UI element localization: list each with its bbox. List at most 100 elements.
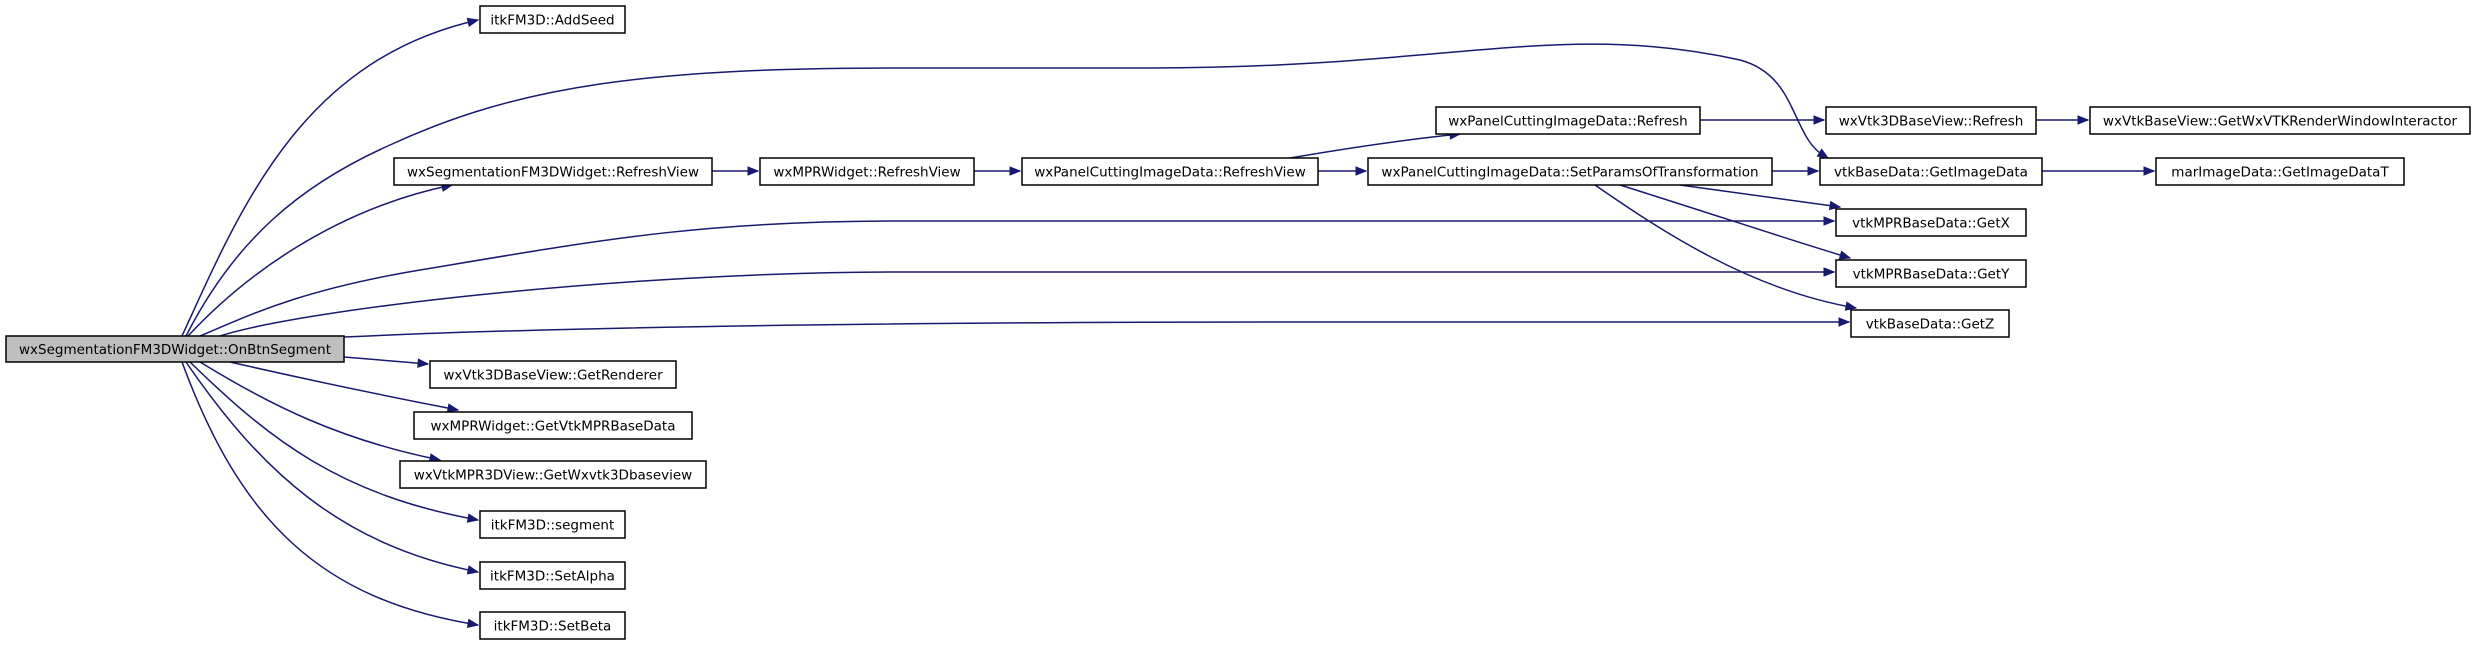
- arrowhead: [1828, 200, 1842, 211]
- node-box: [5, 335, 345, 363]
- node-box: [1819, 157, 2043, 186]
- node-box: [1835, 208, 2027, 237]
- node-getz[interactable]: vtkBaseData::GetZ: [1850, 309, 2010, 338]
- edge-line: [189, 361, 479, 521]
- node-marimage[interactable]: marImageData::GetImageDataT: [2155, 157, 2405, 186]
- edge-line: [343, 321, 1849, 338]
- edge-line: [229, 361, 459, 411]
- arrowhead: [466, 17, 480, 28]
- node-label: wxPanelCuttingImageData::SetParamsOfTran…: [1381, 165, 1758, 181]
- node-gety[interactable]: vtkMPRBaseData::GetY: [1835, 259, 2027, 288]
- call-edge-setparams-to-getimage: [1772, 166, 1820, 176]
- node-label: wxSegmentationFM3DWidget::OnBtnSegment: [19, 342, 331, 358]
- arrowhead: [1838, 317, 1851, 327]
- arrowhead: [1823, 216, 1836, 226]
- node-box: [1021, 157, 1319, 186]
- node-mprrefresh[interactable]: wxMPRWidget::RefreshView: [759, 157, 975, 186]
- call-edge-root-to-addseed: [181, 17, 480, 337]
- call-edge-v3drefresh-to-getwx: [2036, 115, 2090, 125]
- call-edge-setparams-to-getz: [1594, 184, 1858, 311]
- node-box: [759, 157, 975, 186]
- edge-line: [199, 220, 1834, 337]
- edge-line: [1679, 184, 1841, 208]
- node-label: itkFM3D::SetBeta: [494, 619, 612, 635]
- node-box: [1850, 309, 2010, 338]
- arrowhead: [466, 618, 480, 628]
- arrowhead: [446, 403, 460, 413]
- node-label: vtkMPRBaseData::GetX: [1852, 216, 2010, 232]
- edge-line: [199, 361, 441, 461]
- node-pcrefresh2[interactable]: wxPanelCuttingImageData::Refresh: [1435, 106, 1701, 135]
- node-label: wxVtk3DBaseView::Refresh: [1839, 114, 2024, 130]
- node-getmpr[interactable]: wxMPRWidget::GetVtkMPRBaseData: [413, 411, 693, 440]
- call-edge-root-to-segment: [189, 361, 480, 523]
- node-setbeta[interactable]: itkFM3D::SetBeta: [479, 611, 626, 640]
- call-edge-root-to-gety: [219, 267, 1836, 337]
- node-box: [393, 157, 713, 186]
- call-edge-root-to-getx: [199, 216, 1836, 337]
- node-pcrefresh[interactable]: wxPanelCuttingImageData::RefreshView: [1021, 157, 1319, 186]
- node-box: [479, 5, 626, 34]
- edge-line: [1619, 184, 1851, 259]
- call-edge-pcrefresh-to-setparams: [1318, 166, 1368, 176]
- arrowhead: [1844, 301, 1858, 311]
- node-getimage[interactable]: vtkBaseData::GetImageData: [1819, 157, 2043, 186]
- call-edge-segrefresh-to-mprrefresh: [712, 166, 760, 176]
- node-setparams[interactable]: wxPanelCuttingImageData::SetParamsOfTran…: [1367, 157, 1773, 186]
- node-getrender[interactable]: wxVtk3DBaseView::GetRenderer: [429, 360, 677, 389]
- node-box: [479, 561, 626, 590]
- node-getx[interactable]: vtkMPRBaseData::GetX: [1835, 208, 2027, 237]
- node-label: itkFM3D::SetAlpha: [490, 569, 615, 585]
- node-box: [1825, 106, 2037, 135]
- node-box: [2155, 157, 2405, 186]
- node-getwx[interactable]: wxVtkBaseView::GetWxVTKRenderWindowInter…: [2089, 106, 2471, 135]
- node-box: [2089, 106, 2471, 135]
- edge-line: [185, 361, 479, 573]
- arrowhead: [1813, 115, 1826, 125]
- call-edge-pcrefresh2-to-v3drefresh: [1700, 115, 1826, 125]
- node-box: [1435, 106, 1701, 135]
- node-label: wxSegmentationFM3DWidget::RefreshView: [407, 165, 699, 181]
- node-label: itkFM3D::AddSeed: [490, 13, 614, 29]
- node-segrefresh[interactable]: wxSegmentationFM3DWidget::RefreshView: [393, 157, 713, 186]
- node-box: [1367, 157, 1773, 186]
- edges-layer: [181, 17, 2156, 628]
- node-label: wxVtk3DBaseView::GetRenderer: [443, 368, 663, 384]
- arrowhead: [1355, 166, 1368, 176]
- edge-line: [185, 43, 1829, 337]
- node-label: wxMPRWidget::RefreshView: [773, 165, 960, 181]
- node-setalpha[interactable]: itkFM3D::SetAlpha: [479, 561, 626, 590]
- node-v3drefresh[interactable]: wxVtk3DBaseView::Refresh: [1825, 106, 2037, 135]
- call-edge-root-to-getz: [343, 317, 1851, 338]
- arrowhead: [1807, 166, 1820, 176]
- node-box: [479, 611, 626, 640]
- node-label: vtkMPRBaseData::GetY: [1853, 267, 2011, 283]
- node-label: wxMPRWidget::GetVtkMPRBaseData: [431, 419, 676, 435]
- call-edge-root-to-getmpr: [229, 361, 460, 413]
- call-edge-root-to-segrefresh: [187, 182, 454, 337]
- node-root[interactable]: wxSegmentationFM3DWidget::OnBtnSegment: [5, 335, 345, 363]
- node-label: vtkBaseData::GetImageData: [1834, 165, 2028, 181]
- arrowhead: [2077, 115, 2090, 125]
- node-getwx3d[interactable]: wxVtkMPR3DView::GetWxvtk3Dbaseview: [399, 460, 707, 489]
- call-edge-root-to-setalpha: [185, 361, 480, 575]
- edge-line: [181, 361, 479, 626]
- call-edge-pcrefresh-to-pcrefresh2: [1289, 130, 1462, 159]
- edge-line: [343, 356, 429, 365]
- node-label: itkFM3D::segment: [491, 518, 615, 534]
- call-edge-root-to-setbeta: [181, 361, 480, 628]
- arrowhead: [1816, 148, 1830, 159]
- edge-line: [1594, 184, 1857, 309]
- node-label: wxPanelCuttingImageData::RefreshView: [1034, 165, 1306, 181]
- node-segment[interactable]: itkFM3D::segment: [479, 510, 626, 539]
- node-label: wxPanelCuttingImageData::Refresh: [1448, 114, 1688, 130]
- node-box: [479, 510, 626, 539]
- arrowhead: [466, 565, 480, 575]
- arrowhead: [1009, 166, 1022, 176]
- node-box: [413, 411, 693, 440]
- node-box: [429, 360, 677, 389]
- node-addseed[interactable]: itkFM3D::AddSeed: [479, 5, 626, 34]
- arrowhead: [2143, 166, 2156, 176]
- node-box: [1835, 259, 2027, 288]
